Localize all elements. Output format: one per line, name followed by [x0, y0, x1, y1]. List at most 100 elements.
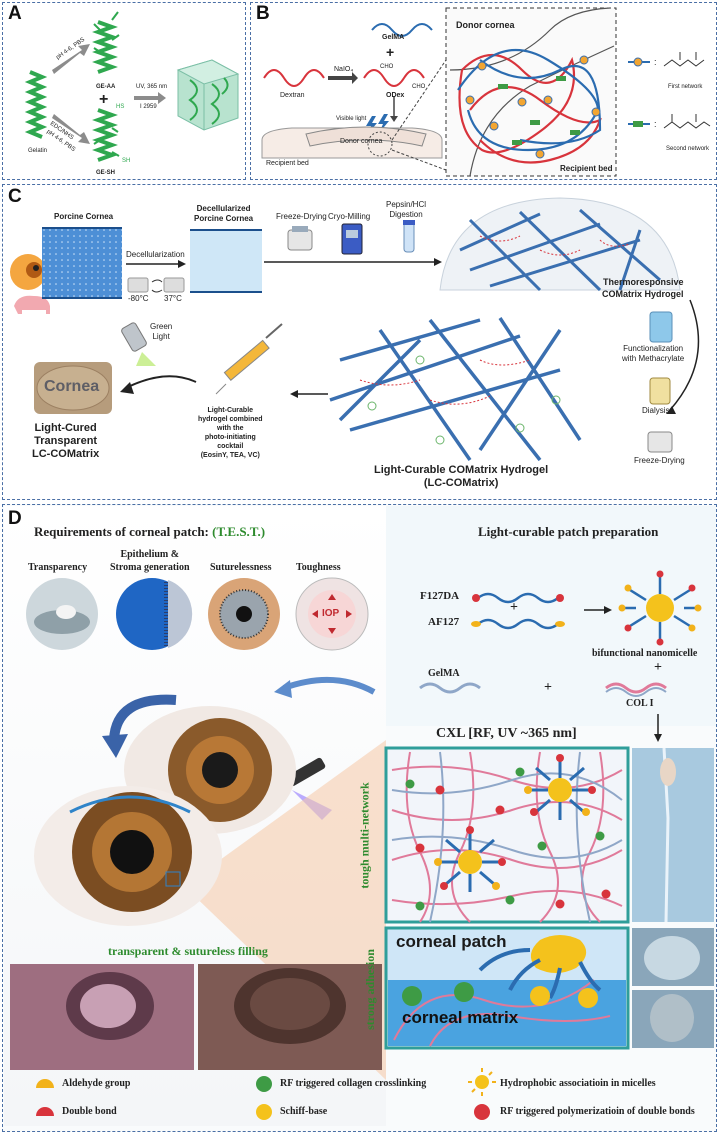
sh-label: SH [122, 158, 131, 164]
initiator-label: I 2959 [140, 104, 157, 110]
odex-strand [363, 69, 425, 87]
curved-arrow-top [282, 677, 376, 695]
svg-text::: : [654, 119, 657, 129]
cocktail-label: Light-Curable hydrogel combined with the… [198, 407, 263, 459]
temp-cold-label: -80°C [128, 294, 149, 303]
recipient-bed-small-label: Recipient bed [266, 160, 309, 167]
gelatin-label: Gelatin [28, 148, 48, 154]
odex-label: ODex [386, 92, 405, 99]
legend-label-aldehyde: Aldehyde group [62, 1078, 131, 1089]
freezer-icon [127, 277, 149, 293]
dialysis-icon [649, 377, 671, 405]
filling-title: transparent & sutureless filling [108, 944, 268, 958]
network-micelle-1 [524, 754, 596, 820]
plus-3: + [544, 680, 552, 695]
zoom-box [445, 7, 617, 177]
f127da-strand [472, 592, 564, 604]
pepsin-label: Pepsin/HCl Digestion [386, 200, 427, 219]
patch-prep-title: Light-curable patch preparation [478, 524, 659, 539]
iop-label: IOP [322, 608, 340, 619]
legend-label-micelle: Hydrophobic associatioin in micelles [500, 1078, 656, 1089]
plus-1: + [510, 600, 518, 615]
decellularization-label: Decellularization [126, 250, 185, 259]
adhesion-micelle [478, 935, 602, 1000]
svg-text:+: + [99, 91, 108, 108]
panel-a-illustration: + [24, 11, 240, 162]
svg-text::: : [654, 57, 657, 67]
incubator-icon [163, 277, 185, 293]
cxl-label: CXL [RF, UV ~365 nm] [436, 726, 577, 741]
legend-icon-polymerization [474, 1104, 490, 1120]
gelatin-helix [24, 70, 48, 139]
eye-illustration-front [34, 786, 222, 926]
bifunctional-label: bifunctional nanomicelle [592, 648, 698, 659]
plus-2: + [654, 660, 662, 675]
corneal-matrix-label: corneal matrix [402, 1008, 519, 1027]
hydrogel-cube [176, 59, 240, 131]
donor-cornea-zoom-label: Donor cornea [456, 20, 515, 30]
dextran-label: Dextran [280, 92, 305, 99]
legend-label-schiff: Schiff-base [280, 1106, 328, 1117]
cryo-milling-label: Cryo-Milling [328, 212, 371, 221]
light-cured-label: Light-Cured Transparent LC-COMatrix [32, 422, 100, 460]
gelma-label-d: GelMA [428, 668, 460, 679]
decellularized-label: Decellularized Porcine Cornea [194, 204, 254, 223]
network-micelle-2 [434, 826, 506, 892]
dialysis-label: Dialysis [642, 406, 670, 415]
test-acronym: (T.E.S.T.) [212, 524, 266, 539]
legend-label-collagen: RF triggered collagen crosslinking [280, 1078, 427, 1089]
curved-arrow-left [109, 694, 177, 741]
legend-icon-collagen [256, 1076, 272, 1092]
legend-icon-double-bond [36, 1107, 54, 1116]
freeze-drying-2-label: Freeze-Drying [634, 456, 685, 465]
col1-label: COL I [626, 698, 654, 709]
syringe-icon [215, 323, 283, 395]
donor-cornea-small [305, 126, 427, 147]
porcine-cornea-label: Porcine Cornea [54, 212, 114, 221]
gelma-label: GelMA [382, 34, 405, 41]
thermo-hydrogel-label: Thermoresponsive COMatrix Hydrogel [602, 277, 684, 299]
strong-adhesion-label: strong adhesion [362, 949, 377, 1030]
hs-label: HS [116, 104, 125, 110]
cho-2: CHO [412, 84, 426, 90]
lc-hydrogel-label: Light-Curable COMatrix Hydrogel (LC-COMa… [374, 464, 549, 489]
methacrylate-bottle-icon [649, 311, 673, 343]
gelma-strand [371, 23, 433, 37]
green-light-icon [121, 322, 156, 366]
pig-icon [14, 295, 50, 314]
lightning-icon [366, 116, 377, 135]
panel-b-illustration: : : [261, 7, 711, 177]
req-sutureless: Suturelessness [210, 562, 272, 573]
cornea-photo-text: Cornea [44, 378, 100, 395]
freeze-dryer-2-icon [647, 431, 673, 453]
panel-c-illustration [10, 197, 700, 462]
visible-light-label: Visible light [336, 116, 367, 122]
legend-icon-micelle [468, 1068, 496, 1096]
functionalization-label: Functionalization with Methacrylate [622, 344, 685, 363]
arrow-lower [52, 114, 90, 144]
lc-network [329, 317, 582, 462]
req-epithelium: Epithelium & Stroma generation [110, 549, 190, 573]
naio4-label: NaIO₄ [334, 66, 354, 73]
recipient-bed-zoom-label: Recipient bed [560, 164, 613, 173]
ge-sh-label: GE-SH [96, 170, 116, 176]
corneal-patch-label: corneal patch [396, 932, 507, 951]
panel-d-label: D [8, 508, 22, 529]
b-plus: + [386, 44, 395, 60]
req-transparency: Transparency [28, 562, 88, 573]
network-box [384, 746, 630, 924]
f127da-label: F127DA [420, 590, 460, 602]
thermo-hydrogel-dome [439, 197, 681, 291]
donor-cornea-small-label: Donor cornea [340, 138, 383, 145]
uv-label: UV, 365 nm [136, 84, 168, 90]
temp-warm-label: 37°C [164, 294, 182, 303]
arrow-uv [134, 92, 166, 104]
req-toughness: Toughness [296, 562, 341, 573]
af127-label: AF127 [428, 616, 460, 628]
decellularized-block [190, 230, 262, 292]
dextran-strand [263, 69, 325, 87]
legend-label-polymerization: RF triggered polymerizatioin of double b… [500, 1106, 695, 1117]
panel-a-label: A [8, 3, 22, 24]
arrow-upper [52, 44, 90, 74]
